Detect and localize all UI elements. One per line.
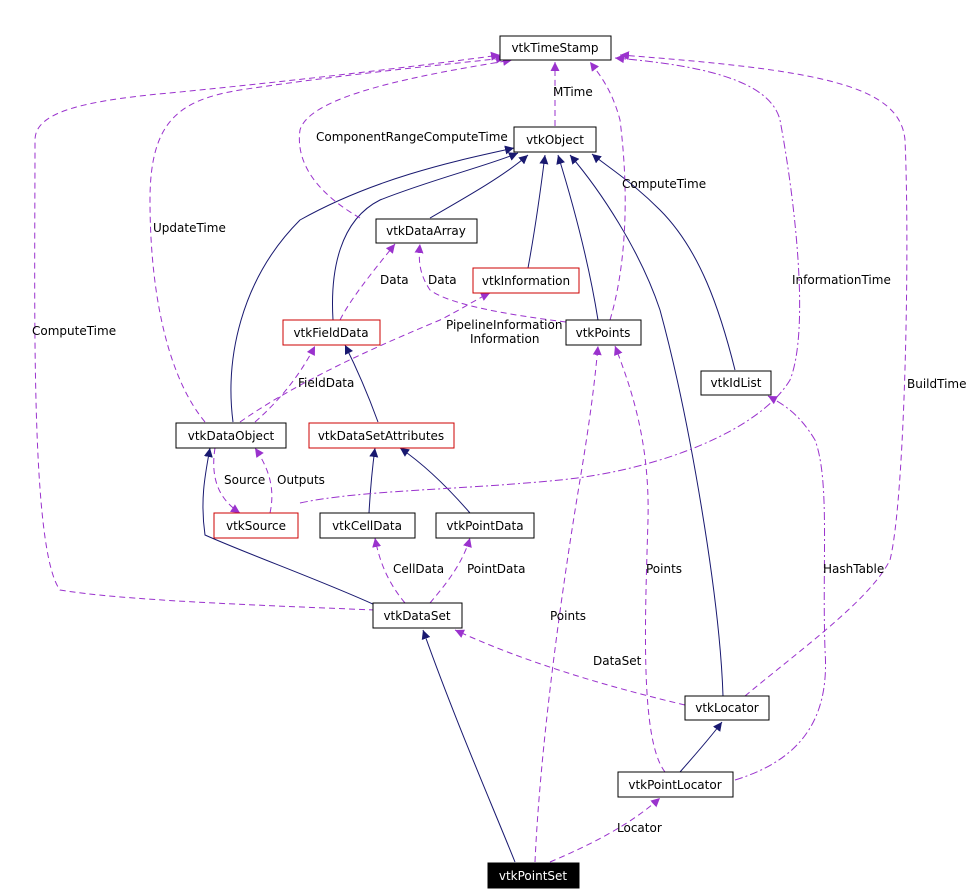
node-vtkdataarray[interactable]: vtkDataArray [375, 218, 478, 244]
label-build-time: BuildTime [907, 377, 967, 391]
label-source: Source [224, 473, 265, 487]
class-nodes: vtkTimeStamp vtkObject vtkDataArray vtkI… [175, 35, 772, 889]
edge-information-to-object [527, 154, 549, 269]
node-vtkpointdata[interactable]: vtkPointData [435, 512, 535, 539]
label-data-fielddata: Data [380, 273, 409, 287]
node-vtkpointlocator[interactable]: vtkPointLocator [617, 771, 734, 798]
node-vtkobject[interactable]: vtkObject [513, 126, 597, 153]
label-points-locator: Points [646, 562, 682, 576]
edge-fielddata-data [339, 243, 396, 321]
node-label: vtkCellData [332, 519, 402, 533]
label-outputs: Outputs [277, 473, 325, 487]
node-label: vtkInformation [482, 274, 570, 288]
label-point-data: PointData [467, 562, 525, 576]
node-label: vtkSource [226, 519, 286, 533]
label-update-time: UpdateTime [153, 221, 226, 235]
node-label: vtkTimeStamp [511, 41, 598, 55]
edge-celldata-to-datasetattributes [368, 447, 379, 514]
node-label: vtkDataArray [386, 224, 466, 238]
label-mtime: MTime [553, 85, 593, 99]
node-vtkpoints[interactable]: vtkPoints [565, 319, 642, 346]
edge-dataset-celldata [372, 537, 406, 604]
edge-locator-dataset [454, 629, 686, 706]
node-label: vtkLocator [695, 701, 759, 715]
edge-dataset-computetime [34, 51, 501, 611]
edge-pointlocator-to-locator [679, 721, 723, 773]
edge-locator-to-object [569, 154, 724, 697]
edge-dataset-to-dataobject [202, 447, 376, 606]
label-component-range-compute-time: ComponentRangeComputeTime [316, 130, 508, 144]
node-label: vtkIdList [711, 376, 762, 390]
edge-pointdata-to-datasetattributes [399, 447, 471, 514]
node-vtkdataset[interactable]: vtkDataSet [372, 602, 463, 629]
edge-dataarray-to-object [429, 154, 529, 219]
node-vtktimestamp[interactable]: vtkTimeStamp [499, 35, 612, 61]
usage-edges [34, 51, 908, 863]
label-data-points: Data [428, 273, 457, 287]
node-label: vtkObject [526, 133, 584, 147]
node-label: vtkFieldData [293, 326, 368, 340]
label-points-pointset: Points [550, 609, 586, 623]
node-label: vtkDataObject [188, 429, 275, 443]
label-information-time: InformationTime [792, 273, 891, 287]
node-vtksource[interactable]: vtkSource [213, 512, 299, 539]
label-data-set: DataSet [593, 654, 642, 668]
label-compute-time-dataset: ComputeTime [32, 324, 116, 338]
label-cell-data: CellData [393, 562, 444, 576]
node-label: vtkPoints [576, 326, 631, 340]
edge-points-to-object [556, 154, 599, 321]
edge-datasetattributes-to-fielddata [344, 344, 379, 423]
edge-idlist-to-object [591, 153, 736, 371]
node-vtkidlist[interactable]: vtkIdList [700, 370, 772, 396]
edge-pointlocator-hashtable [734, 395, 827, 781]
label-field-data: FieldData [298, 376, 354, 390]
label-locator: Locator [617, 821, 662, 835]
label-compute-time-points: ComputeTime [622, 177, 706, 191]
label-pipeline-information: PipelineInformation [446, 318, 562, 332]
edge-locator-buildtime [619, 51, 908, 697]
node-vtklocator[interactable]: vtkLocator [684, 695, 770, 721]
edge-dataobject-to-object [230, 145, 515, 423]
node-label: vtkDataSet [383, 609, 450, 623]
inheritance-edges [202, 145, 736, 863]
edge-points-computetime [589, 61, 626, 321]
node-vtkpointset[interactable]: vtkPointSet [487, 862, 580, 889]
node-label: vtkPointData [446, 519, 523, 533]
edge-dataobject-pipelineinformation [239, 292, 491, 423]
node-vtkdatasetattributes[interactable]: vtkDataSetAttributes [308, 422, 455, 449]
edge-pointset-to-dataset [421, 629, 516, 863]
edge-dataobject-source [213, 447, 241, 514]
edge-source-outputs [254, 447, 273, 514]
edge-pointlocator-points [614, 345, 666, 773]
node-vtkinformation[interactable]: vtkInformation [472, 267, 580, 294]
label-information: Information [470, 332, 539, 346]
edge-pointset-points [534, 345, 602, 863]
edge-fielddata-to-object [332, 152, 519, 321]
edge-dataarray-componentrangecomputetime [298, 57, 513, 219]
edge-source-informationtime [299, 54, 801, 504]
node-label: vtkPointLocator [628, 778, 721, 792]
node-label: vtkDataSetAttributes [318, 429, 444, 443]
node-vtkfielddata[interactable]: vtkFieldData [282, 319, 381, 346]
node-vtkdataobject[interactable]: vtkDataObject [175, 422, 287, 449]
edge-dataobject-updatetime [149, 54, 506, 423]
node-vtkcelldata[interactable]: vtkCellData [319, 512, 416, 539]
edge-pointset-locator [549, 797, 661, 863]
edge-points-data [414, 243, 567, 323]
node-label: vtkPointSet [499, 869, 568, 883]
edge-labels: MTime ComponentRangeComputeTime ComputeT… [32, 85, 967, 835]
label-hash-table: HashTable [823, 562, 884, 576]
